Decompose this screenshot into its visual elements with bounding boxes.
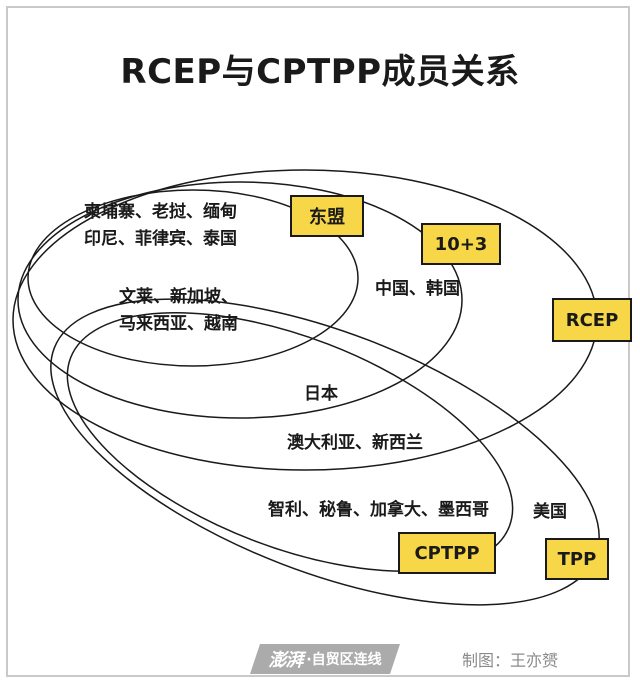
asean-only-members-line1: 柬埔寨、老挝、缅甸 (84, 202, 237, 222)
usa-label: 美国 (533, 502, 567, 522)
column-label: ·自贸区连线 (306, 652, 382, 668)
asean-cptpp-members-line1: 文莱、新加坡、 (119, 287, 238, 307)
asean-ellipse (27, 189, 359, 367)
asean-only-members: 柬埔寨、老挝、缅甸 印尼、菲律宾、泰国 (84, 199, 237, 253)
cptpp-ellipse (66, 312, 514, 572)
asean-cptpp-members: 文莱、新加坡、 马来西亚、越南 (119, 284, 238, 338)
cptpp-only-label: 智利、秘鲁、加拿大、墨西哥 (268, 500, 489, 520)
chart-credit: 制图：王亦赟 (462, 651, 559, 670)
asean-cptpp-members-line2: 马来西亚、越南 (119, 314, 238, 334)
tpp-tag: TPP (545, 538, 609, 580)
page-title: RCEP与CPTPP成员关系 (120, 52, 520, 92)
the-paper-logo: 澎湃 (268, 650, 303, 671)
footer-banner: 澎湃 ·自贸区连线 (250, 644, 400, 674)
japan-label: 日本 (304, 384, 338, 404)
asean-tag: 东盟 (290, 195, 364, 237)
china-korea-label: 中国、韩国 (375, 279, 460, 299)
asean-only-members-line2: 印尼、菲律宾、泰国 (84, 229, 237, 249)
cptpp-tag: CPTPP (398, 532, 496, 574)
aus-nz-label: 澳大利亚、新西兰 (287, 433, 423, 453)
ten-plus-three-ellipse (17, 181, 463, 419)
ten-plus-three-tag: 10+3 (421, 223, 501, 265)
rcep-tag: RCEP (552, 298, 632, 342)
